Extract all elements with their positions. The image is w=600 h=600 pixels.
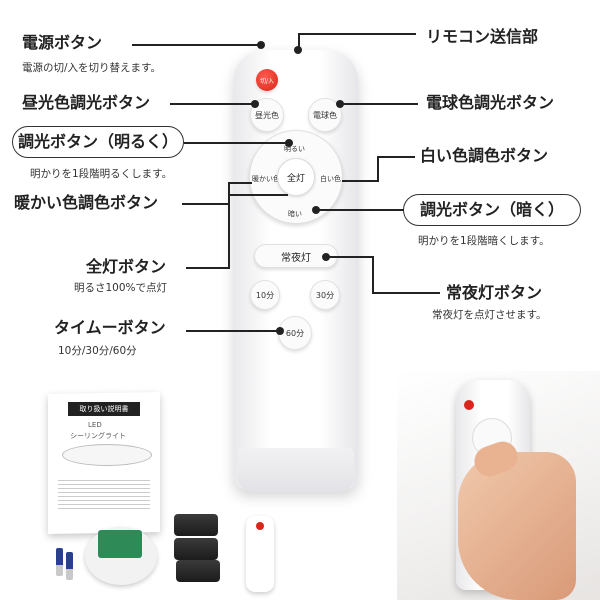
sponge-pad: [174, 514, 218, 536]
darken-button-title: 調光ボタン（暗く）: [403, 194, 581, 226]
leader-night: [326, 256, 374, 258]
full-button-desc: 明るさ100%で点灯: [74, 282, 168, 294]
power-button-desc: 電源の切/入を切り替えます。: [22, 62, 161, 74]
leader-warm: [182, 203, 230, 205]
leader-dot: [251, 100, 259, 108]
remote-signal-title: リモコン送信部: [426, 27, 539, 46]
battery-cover: [238, 448, 354, 492]
leader-power: [132, 44, 262, 46]
manual-text-lines: [58, 480, 150, 510]
leader-dot: [257, 41, 265, 49]
leader-timer: [186, 330, 278, 332]
battery: [66, 552, 73, 580]
bulb-color-button-title: 電球色調光ボタン: [426, 93, 555, 112]
timer-30-button[interactable]: 30分: [310, 280, 340, 310]
darken-button-desc: 明かりを1段階暗くします。: [418, 235, 550, 247]
leader-bulb-color: [338, 103, 418, 105]
night-button-desc: 常夜灯を点灯させます。: [432, 309, 547, 321]
brighten-button-desc: 明かりを1段階明るくします。: [30, 168, 173, 180]
brighten-button-title: 調光ボタン（明るく）: [12, 126, 184, 158]
leader-night: [372, 292, 440, 294]
power-button[interactable]: 切/入: [256, 69, 278, 91]
warm-button-title: 暖かい色調色ボタン: [14, 193, 159, 212]
leader-darken: [316, 209, 404, 211]
leader-warm: [228, 182, 252, 184]
leader-night: [372, 256, 374, 294]
leader-full: [228, 194, 230, 269]
leader-dot: [322, 253, 330, 261]
leader-white: [377, 156, 415, 158]
timer-10-button[interactable]: 10分: [250, 280, 280, 310]
white-color-button[interactable]: 白い色: [320, 175, 341, 183]
leader-full: [186, 267, 230, 269]
leader-dot: [276, 327, 284, 335]
power-button-title: 電源ボタン: [22, 33, 103, 52]
leader-warm: [228, 182, 230, 205]
leader-dot: [312, 206, 320, 214]
full-light-button[interactable]: 全灯: [277, 158, 315, 196]
manual-subtitle: シーリングライト: [70, 432, 126, 440]
leader-full: [228, 194, 288, 196]
timer-60-button[interactable]: 60分: [278, 316, 312, 350]
leader-white: [342, 180, 379, 182]
manual-title: 取り扱い説明書: [68, 402, 140, 416]
leader-dot: [285, 139, 293, 147]
leader-brighten: [184, 142, 288, 144]
timer-button-desc: 10分/30分/60分: [58, 345, 137, 357]
sponge-pad: [174, 538, 218, 560]
battery: [56, 548, 63, 576]
leader-daylight: [170, 103, 254, 105]
timer-button-title: タイムーボタン: [54, 318, 166, 337]
leader-remote-signal: [298, 33, 300, 51]
hand: [458, 452, 576, 600]
leader-remote-signal: [298, 33, 416, 35]
leader-dot: [294, 46, 302, 54]
brighten-button[interactable]: 明るい: [284, 145, 305, 153]
sponge-pad: [176, 560, 220, 582]
manual-lamp-illustration: [62, 444, 152, 466]
darken-button[interactable]: 暗い: [288, 210, 302, 218]
leader-white: [377, 156, 379, 182]
leader-dot: [336, 100, 344, 108]
night-button-title: 常夜灯ボタン: [446, 283, 543, 302]
warm-color-button[interactable]: 暖かい色: [252, 175, 280, 183]
adapter-circuit-board: [98, 530, 142, 558]
hand-remote-power: [464, 400, 474, 410]
full-button-title: 全灯ボタン: [86, 257, 167, 276]
manual-subtitle-led: LED: [88, 421, 102, 429]
white-button-title: 白い色調色ボタン: [420, 146, 549, 165]
small-remote-power: [256, 522, 264, 530]
daylight-button-title: 昼光色調光ボタン: [22, 93, 151, 112]
